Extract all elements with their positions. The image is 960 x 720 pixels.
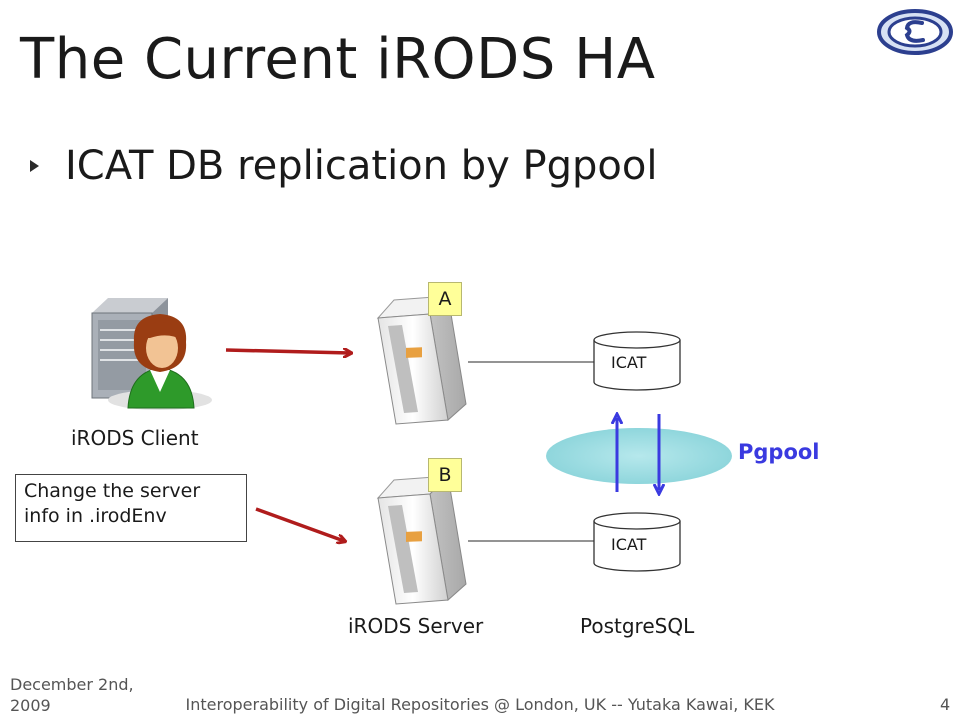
server-b-icon	[376, 474, 467, 605]
icat-db-a-icon	[593, 331, 681, 391]
footer-title: Interoperability of Digital Repositories…	[185, 695, 775, 714]
client-to-server-a-arrow	[225, 350, 350, 353]
user-avatar-icon	[108, 314, 212, 410]
icat-b-label: ICAT	[611, 535, 647, 554]
callout-note: Change the server info in .irodEnv	[15, 474, 247, 542]
kek-logo	[877, 9, 953, 55]
server-a-tag: A	[428, 282, 462, 316]
callout-to-server-b-arrow	[255, 507, 344, 541]
bullet-text: ICAT DB replication by Pgpool	[65, 143, 658, 189]
bullet-arrow-icon	[30, 160, 39, 172]
callout-line-2: info in .irodEnv	[24, 505, 167, 527]
icat-db-b-icon	[593, 512, 681, 572]
pgpool-label: Pgpool	[738, 440, 820, 464]
pgpool-ellipse	[546, 428, 732, 484]
postgresql-label: PostgreSQL	[580, 614, 695, 638]
footer-date: December 2nd, 2009	[10, 675, 134, 715]
page-number: 4	[940, 695, 951, 714]
client-label: iRODS Client	[71, 426, 199, 450]
server-b-tag: B	[428, 458, 462, 492]
slide-title: The Current iRODS HA	[20, 27, 656, 92]
callout-line-1: Change the server	[24, 480, 201, 502]
icat-a-label: ICAT	[611, 353, 647, 372]
server-label: iRODS Server	[348, 614, 484, 638]
server-a-icon	[376, 294, 467, 425]
bullet-item: ICAT DB replication by Pgpool	[30, 138, 657, 194]
